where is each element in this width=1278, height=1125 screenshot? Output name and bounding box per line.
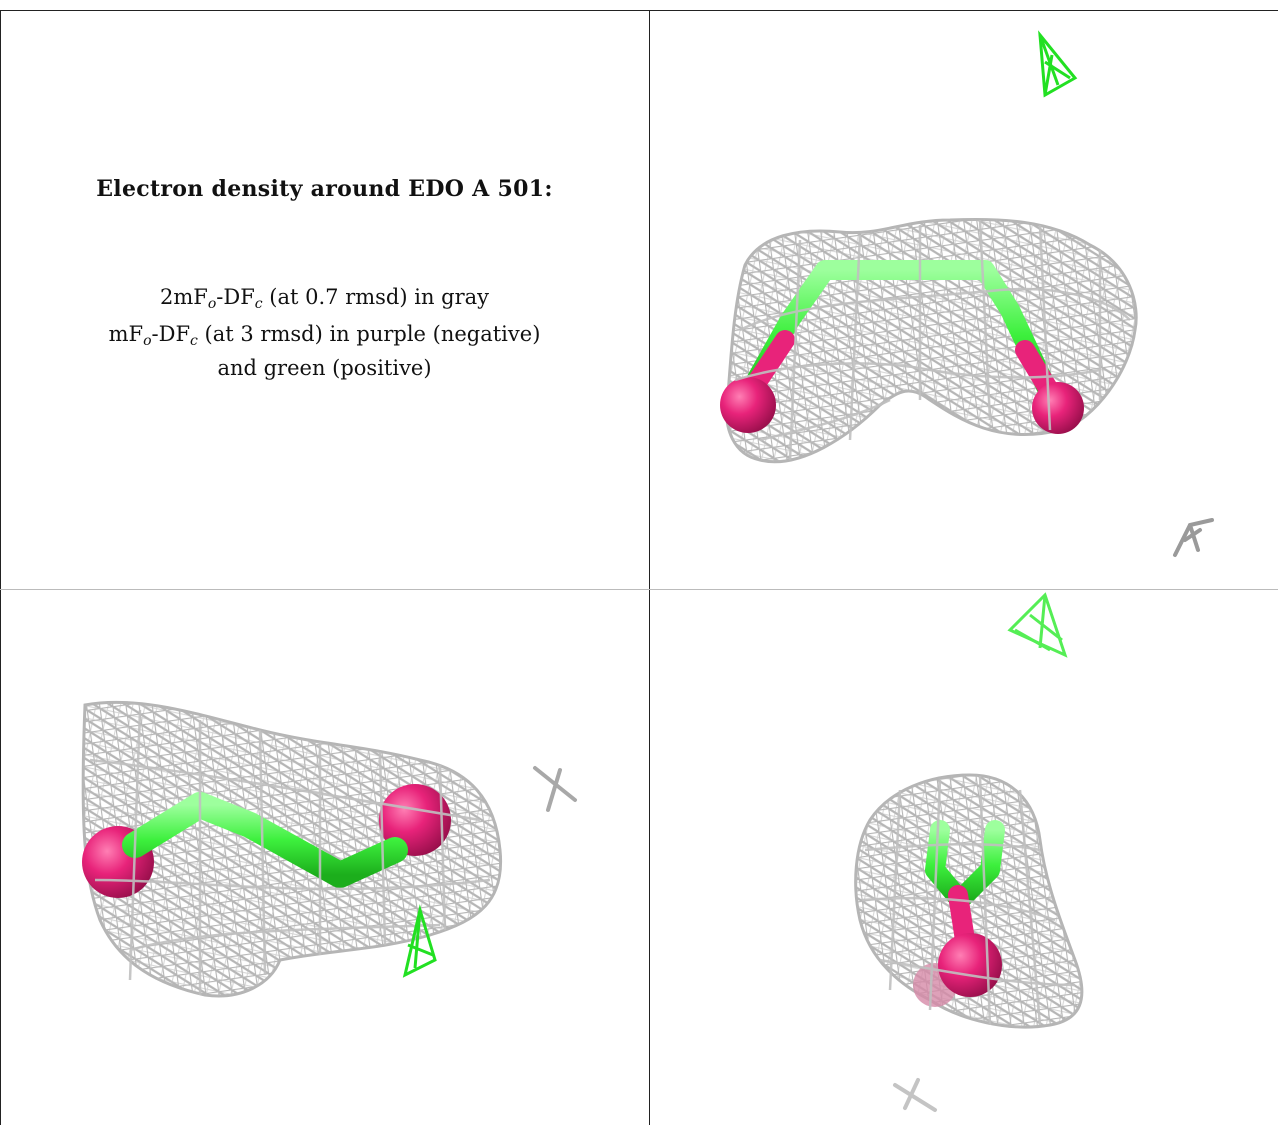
caption-line-green: and green (positive) — [217, 356, 432, 380]
green-density-blob — [402, 904, 437, 978]
oxygen-atom — [938, 933, 1002, 997]
table-left-border — [0, 10, 1, 1125]
gray-fragment — [1173, 518, 1214, 557]
caption-line-2mfo: 2mFo-DFc (at 0.7 rmsd) in gray — [159, 285, 490, 312]
caption-title: Electron density around EDO A 501: — [96, 176, 553, 202]
view-bottom-right — [854, 592, 1084, 1112]
green-density-blob — [1038, 30, 1078, 98]
view-bottom-left — [81, 700, 577, 998]
caption-cell: Electron density around EDO A 501: 2mFo-… — [0, 0, 649, 589]
ligand-edo — [720, 260, 1084, 434]
caption-line-mfo: mFo-DFc (at 3 rmsd) in purple (negative) — [108, 322, 541, 349]
table-middle-divider — [649, 10, 650, 1125]
mesh-overlay — [89, 709, 491, 995]
mesh-overlay — [734, 219, 1131, 461]
mesh-overlay — [861, 775, 1076, 1026]
table-row-divider — [0, 589, 1278, 590]
gray-fragment — [893, 1078, 937, 1112]
view-top-right — [720, 30, 1214, 557]
oxygen-atom — [1032, 382, 1084, 434]
green-density-blob — [1007, 592, 1068, 658]
oxygen-atom — [720, 377, 776, 433]
table-top-border — [0, 10, 1278, 11]
gray-fragment — [533, 766, 577, 812]
